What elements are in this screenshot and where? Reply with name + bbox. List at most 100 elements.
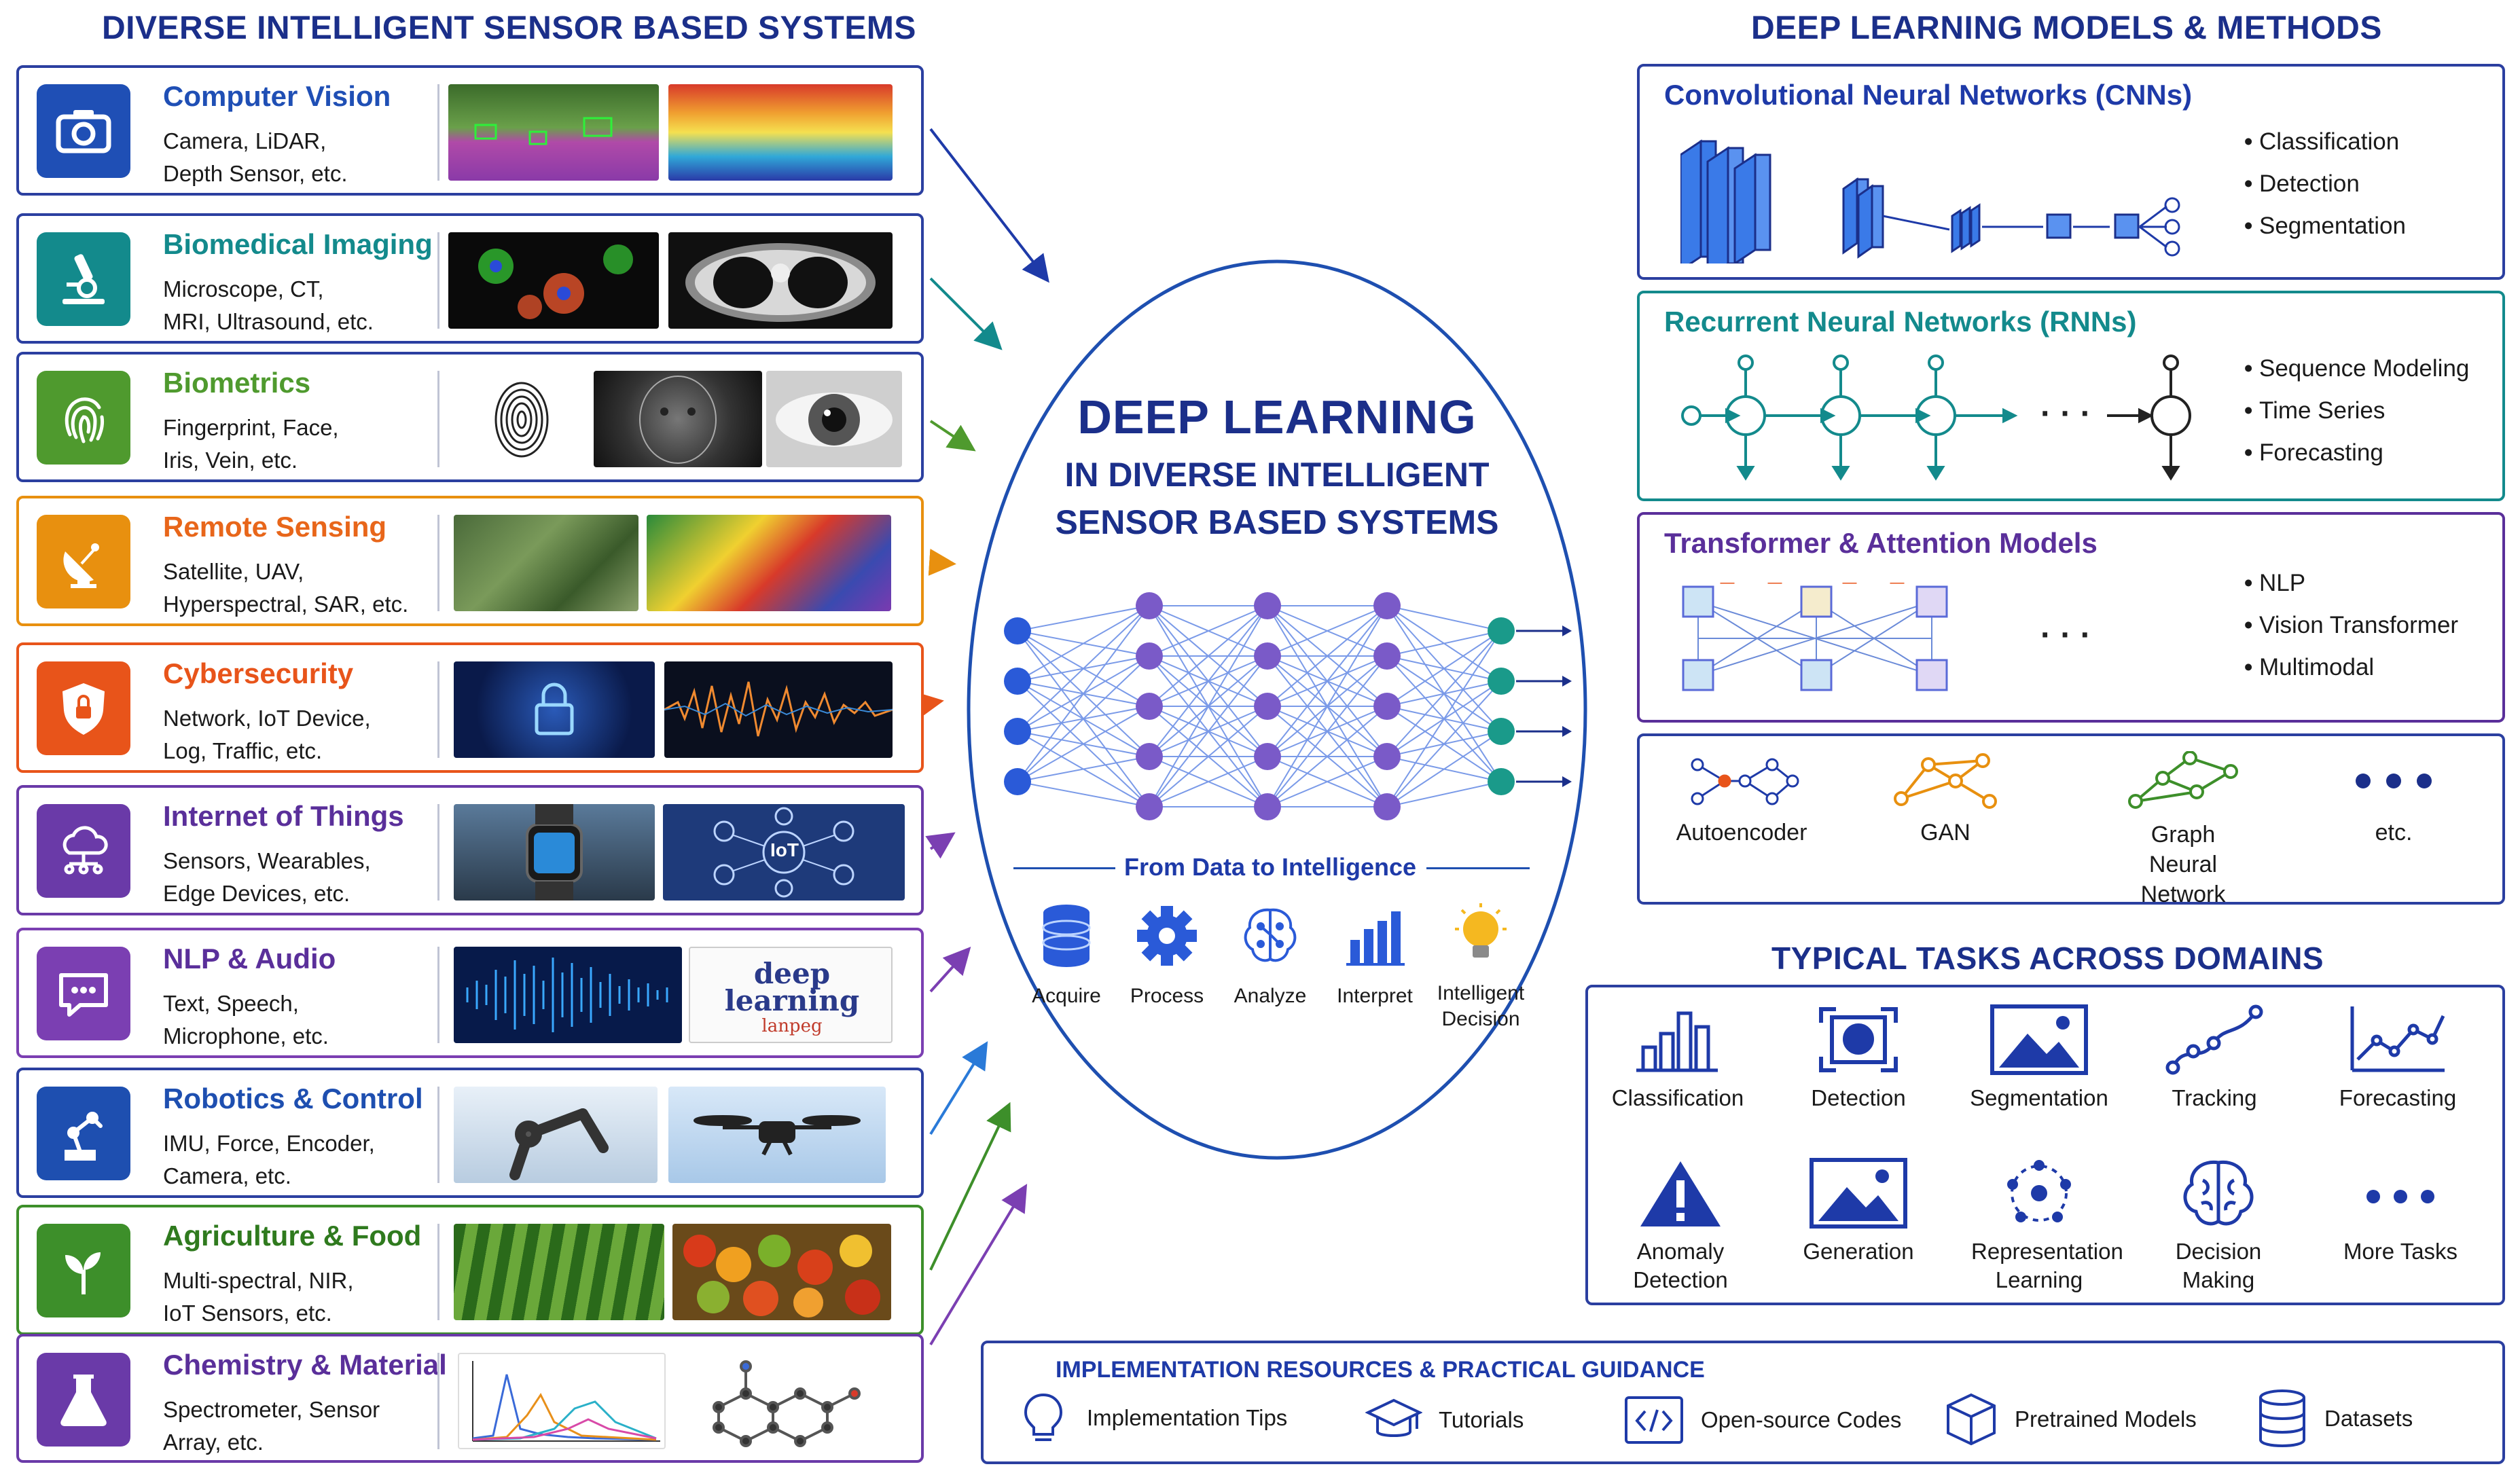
sensor-row-computer-vision: Computer Vision Camera, LiDAR,Depth Sens… (16, 65, 924, 196)
rnn-box: Recurrent Neural Networks (RNNs) · · · S… (1637, 291, 2505, 501)
divider (437, 947, 439, 1043)
bar-chart-icon (1636, 1011, 1718, 1072)
task-label: More Tasks (2343, 1239, 2458, 1264)
divider (437, 804, 439, 901)
nn-edge (1267, 756, 1388, 807)
lightbulb-icon (1455, 903, 1507, 958)
sensor-row-remote-sensing: Remote Sensing Satellite, UAV,Hyperspect… (16, 496, 924, 626)
nn-node (1136, 592, 1163, 619)
bullet-item: Time Series (2244, 390, 2469, 432)
molecule-thumbnail (691, 1353, 882, 1449)
cell-microscopy-thumbnail (448, 232, 659, 329)
satellite-dish-icon (37, 515, 130, 608)
nn-node (1254, 642, 1281, 670)
task-label: Segmentation (1970, 1085, 2108, 1110)
nn-node (1254, 693, 1281, 720)
task-label: Forecasting (2339, 1085, 2457, 1110)
resource-label: Pretrained Models (2015, 1406, 2197, 1432)
resource-open-source-codes: Open-source Codes (1623, 1395, 1901, 1445)
audio-waveform-thumbnail (454, 947, 682, 1043)
nn-edge (1149, 605, 1268, 657)
cnn-diagram (1680, 139, 2180, 263)
resource-implementation-tips: Implementation Tips (1016, 1389, 1287, 1447)
center-subtitle-2: SENSOR BASED SYSTEMS (1055, 503, 1499, 541)
task-classification: Classification (1589, 1002, 1766, 1112)
graduation-cap-icon (1365, 1398, 1422, 1437)
nn-edge (1267, 706, 1388, 807)
bullet-item: Classification (2244, 121, 2406, 163)
crop-field-thumbnail (454, 1224, 664, 1320)
nn-edge (1267, 605, 1388, 707)
flow-label: From Data to Intelligence (1123, 853, 1417, 881)
iris-thumbnail (766, 371, 902, 467)
target-box-icon (1819, 1007, 1898, 1072)
model-label: Graph Neural Network (2140, 822, 2226, 907)
resource-tutorials: Tutorials (1365, 1396, 1524, 1444)
sprout-icon (37, 1224, 130, 1317)
cnn-bullets: Classification Detection Segmentation (2244, 121, 2406, 247)
nn-edge (1386, 781, 1502, 807)
task-label: Detection (1811, 1085, 1906, 1110)
sensor-title: Biomedical Imaging (163, 228, 433, 260)
rnn-bullets: Sequence Modeling Time Series Forecastin… (2244, 348, 2469, 474)
nn-edge (1149, 655, 1268, 807)
smartwatch-thumbnail (454, 804, 655, 901)
divider (437, 371, 439, 467)
sensor-desc: Camera, LiDAR,Depth Sensor, etc. (163, 128, 348, 186)
sensor-desc: Text, Speech,Microphone, etc. (163, 991, 329, 1049)
task-label: Anomaly Detection (1633, 1239, 1728, 1292)
rnn-diagram (1681, 354, 2191, 481)
brain-icon (2183, 1160, 2254, 1226)
warning-icon (1640, 1161, 1721, 1226)
models-heading: DEEP LEARNING MODELS & METHODS (1751, 10, 2382, 46)
fingerprint-icon (37, 371, 130, 465)
nn-output-arrowhead (1562, 776, 1572, 787)
nn-output-arrowhead (1562, 726, 1572, 737)
sensor-row-biomedical-imaging: Biomedical Imaging Microscope, CT,MRI, U… (16, 213, 924, 344)
sensor-desc: Satellite, UAV,Hyperspectral, SAR, etc. (163, 559, 409, 617)
stage-label: Process (1130, 985, 1204, 1007)
stage-label: Analyze (1234, 985, 1307, 1007)
flask-icon (37, 1353, 130, 1447)
nn-node (1373, 693, 1401, 720)
flow-divider-left (1013, 867, 1115, 869)
cloud-network-icon (37, 804, 130, 898)
center-subtitle-1: IN DIVERSE INTELLIGENT (1064, 456, 1490, 494)
nn-edge (1267, 605, 1388, 807)
database-icon (2259, 1389, 2305, 1447)
nn-node (1136, 693, 1163, 720)
attention-diagram (1682, 583, 1948, 691)
trajectory-icon (2165, 1004, 2263, 1075)
sensor-desc: IMU, Force, Encoder,Camera, etc. (163, 1131, 375, 1188)
nn-node (1373, 743, 1401, 770)
sensor-desc: Sensors, Wearables,Edge Devices, etc. (163, 848, 371, 906)
divider (437, 1224, 439, 1320)
sensor-title: Agriculture & Food (163, 1220, 422, 1252)
transformer-title: Transformer & Attention Models (1664, 527, 2098, 559)
nn-node (1254, 743, 1281, 770)
task-representation-learning: Representation Learning (1951, 1156, 2127, 1294)
nn-edge (1149, 605, 1268, 757)
nn-node (1136, 743, 1163, 770)
gan-icon (1894, 753, 1997, 809)
resource-label: Implementation Tips (1087, 1405, 1288, 1430)
cnn-title: Convolutional Neural Networks (CNNs) (1664, 79, 2193, 111)
resource-label: Tutorials (1439, 1407, 1524, 1432)
tasks-heading: TYPICAL TASKS ACROSS DOMAINS (1771, 941, 2324, 976)
sensor-row-cybersecurity: Cybersecurity Network, IoT Device,Log, T… (16, 642, 924, 773)
resource-datasets: Datasets (2256, 1388, 2413, 1449)
robot-arm-icon (37, 1087, 130, 1180)
nn-edge (1017, 605, 1150, 732)
word-cloud-text-2: lanpeg (761, 1016, 823, 1036)
resource-label: Datasets (2324, 1406, 2413, 1431)
face-scan-thumbnail (594, 371, 762, 467)
task-decision-making: Decision Making (2130, 1156, 2307, 1294)
nn-edge (1149, 756, 1268, 807)
divider (437, 84, 439, 181)
spectrum-plot-thumbnail (458, 1353, 666, 1449)
divider (437, 1087, 439, 1183)
microscope-icon (37, 232, 130, 326)
nn-node (1373, 642, 1401, 670)
image-icon (1810, 1158, 1907, 1229)
nn-edge (1386, 605, 1502, 632)
